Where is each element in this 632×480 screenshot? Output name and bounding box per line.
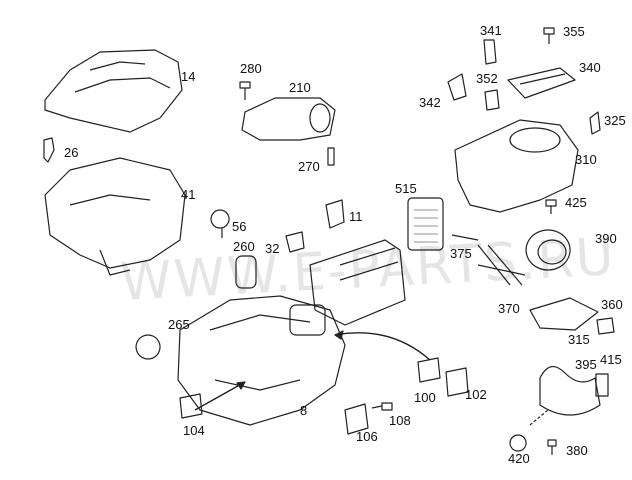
- part-106-resistor: [344, 403, 369, 435]
- callout-375: 375: [450, 246, 472, 261]
- callout-102: 102: [465, 387, 487, 402]
- callout-315: 315: [568, 332, 590, 347]
- callout-340: 340: [579, 60, 601, 75]
- part-310-blower-housing: [454, 119, 579, 213]
- arrow-104: [194, 381, 246, 411]
- part-340-grille: [507, 67, 576, 99]
- part-270-clip: [327, 147, 335, 166]
- callout-352: 352: [476, 71, 498, 86]
- callout-370: 370: [498, 301, 520, 316]
- evaporator-core: [309, 239, 406, 326]
- part-14-cover: [44, 49, 183, 133]
- callout-8: 8: [300, 403, 308, 418]
- part-265-motor: [135, 334, 161, 360]
- callout-360: 360: [601, 297, 623, 312]
- callout-390: 390: [595, 231, 617, 246]
- callout-106: 106: [356, 429, 378, 444]
- part-420-sensor: [509, 434, 527, 452]
- part-56-flap: [210, 209, 230, 238]
- part-108-screw: [371, 402, 393, 411]
- part-380-screw: [547, 439, 557, 455]
- callout-310: 310: [575, 152, 597, 167]
- part-415-connector: [595, 373, 609, 397]
- part-515-filter: [407, 197, 444, 251]
- part-370-rods: [477, 244, 526, 286]
- part-11-bracket: [325, 199, 345, 229]
- callout-425: 425: [565, 195, 587, 210]
- part-425-screw: [545, 199, 557, 214]
- callout-41: 41: [181, 187, 196, 202]
- part-325-hook: [589, 111, 601, 135]
- callout-270: 270: [298, 159, 320, 174]
- callout-14: 14: [181, 69, 196, 84]
- callout-420: 420: [508, 451, 530, 466]
- callout-355: 355: [563, 24, 585, 39]
- part-280-screw: [239, 81, 251, 100]
- part-32-part: [285, 231, 305, 253]
- arrow-to-main-unit: [334, 332, 431, 361]
- callout-26: 26: [64, 145, 79, 160]
- part-352-clip: [484, 89, 500, 111]
- part-26-clip: [43, 137, 55, 163]
- part-102-actuator: [445, 367, 469, 397]
- part-341-clip: [483, 39, 497, 65]
- callout-104: 104: [183, 423, 205, 438]
- part-41-housing: [44, 157, 186, 269]
- part-375-link: [451, 234, 479, 241]
- part-360-fan: [529, 297, 599, 331]
- part-395-harness: [539, 366, 601, 416]
- callout-108: 108: [389, 413, 411, 428]
- part-390-blower-motor: [525, 229, 571, 271]
- part-355-screw: [543, 27, 555, 44]
- part-315-bracket: [596, 317, 615, 335]
- part-342-lever: [447, 73, 467, 101]
- callout-280: 280: [240, 61, 262, 76]
- callout-415: 415: [600, 352, 622, 367]
- callout-395: 395: [575, 357, 597, 372]
- callout-325: 325: [604, 113, 626, 128]
- part-8-main-unit: [177, 295, 346, 426]
- callout-100: 100: [414, 390, 436, 405]
- part-210-duct: [241, 97, 336, 141]
- callout-56: 56: [232, 219, 247, 234]
- callout-32: 32: [265, 241, 280, 256]
- part-100-actuator: [417, 357, 441, 383]
- callout-342: 342: [419, 95, 441, 110]
- callout-265: 265: [168, 317, 190, 332]
- part-104-actuator: [179, 393, 203, 419]
- callout-341: 341: [480, 23, 502, 38]
- callout-11: 11: [349, 209, 363, 224]
- callout-380: 380: [566, 443, 588, 458]
- callout-210: 210: [289, 80, 311, 95]
- callout-515: 515: [395, 181, 417, 196]
- callout-260: 260: [233, 239, 255, 254]
- part-260-seal: [235, 255, 257, 289]
